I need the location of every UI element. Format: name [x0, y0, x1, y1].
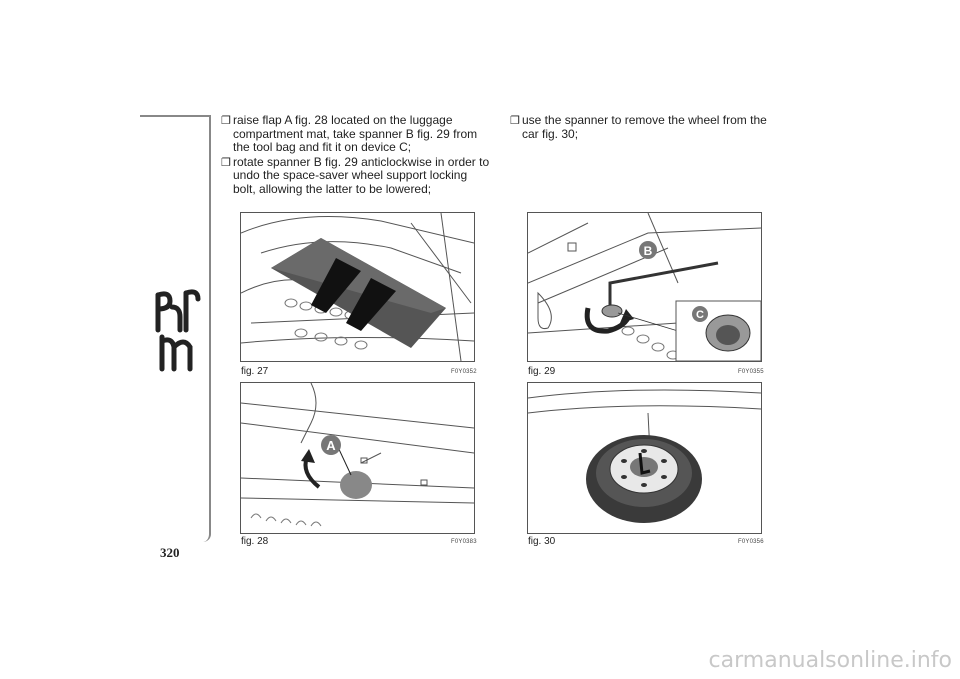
instructions-left-column: ❐ raise flap A fig. 28 located on the lu…: [221, 113, 491, 197]
instructions-right-column: ❐ use the spanner to remove the wheel fr…: [510, 113, 780, 142]
callout-b-label: B: [644, 244, 653, 258]
figure-code: F0Y0383: [451, 539, 477, 545]
figure-30-spare-wheel: [527, 382, 762, 534]
brand-logo-icon: [155, 289, 201, 372]
checkbox-bullet-icon: ❐: [221, 115, 231, 127]
callout-c-label: C: [696, 309, 704, 321]
figure-28-flap: A: [240, 382, 475, 534]
figure-caption: fig. 30: [528, 536, 556, 547]
instruction-text: rotate spanner B fig. 29 anticlockwise i…: [233, 154, 490, 196]
figure-code: F0Y0356: [738, 539, 764, 545]
figure-caption: fig. 29: [528, 366, 556, 377]
side-tab: [140, 115, 211, 542]
watermark: carmanualsonline.info: [708, 648, 952, 673]
instruction-item: ❐ raise flap A fig. 28 located on the lu…: [221, 113, 491, 155]
figure-29-spanner: B C: [527, 212, 762, 362]
checkbox-bullet-icon: ❐: [221, 156, 231, 169]
checkbox-bullet-icon: ❐: [510, 115, 520, 127]
figure-caption: fig. 27: [241, 366, 269, 377]
figure-code: F0Y0352: [451, 369, 477, 375]
instruction-text: use the spanner to remove the wheel from…: [522, 113, 767, 141]
figure-code: F0Y0355: [738, 369, 764, 375]
instruction-text: raise flap A fig. 28 located on the lugg…: [233, 113, 478, 154]
callout-a-label: A: [326, 438, 336, 453]
figure-caption: fig. 28: [241, 536, 269, 547]
instruction-item: ❐ use the spanner to remove the wheel fr…: [510, 113, 780, 141]
figure-27-luggage-compartment: [240, 212, 475, 362]
instruction-item: ❐ rotate spanner B fig. 29 anticlockwise…: [221, 154, 491, 197]
page-number: 320: [160, 545, 180, 560]
